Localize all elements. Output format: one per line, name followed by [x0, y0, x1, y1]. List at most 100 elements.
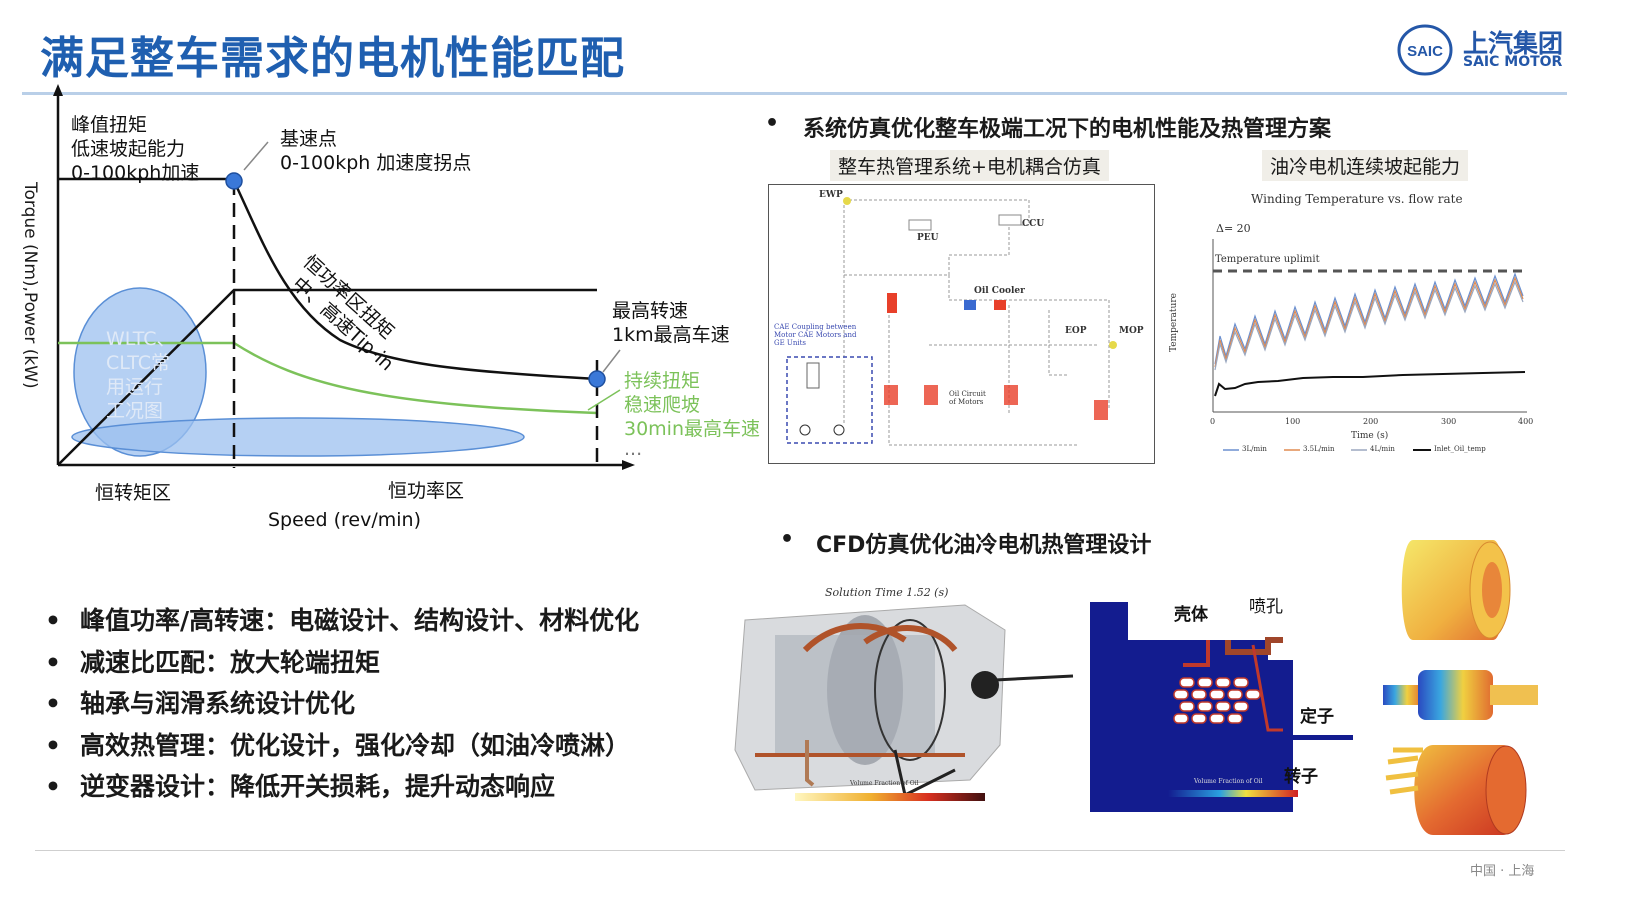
footer-divider	[35, 850, 1565, 851]
bullet-text: 高效热管理：优化设计，强化冷却（如油冷喷淋）	[80, 730, 631, 760]
operating-ellipse-vertical	[73, 287, 207, 457]
x-tick-3: 300	[1441, 417, 1457, 426]
motor-render-svg	[734, 604, 1074, 801]
label-oil-cooler: Oil Cooler	[974, 286, 1025, 296]
peak-label-3: 0-100kph加速	[71, 162, 200, 184]
const-power-torque-curve	[232, 180, 598, 381]
plot-uplimit: Temperature uplimit	[1215, 254, 1320, 265]
motor-part-renders	[1383, 540, 1538, 835]
plot-title: Winding Temperature vs. flow rate	[1251, 192, 1463, 206]
colorbar-right-label: Volume Fraction of Oil	[1194, 778, 1263, 785]
max-speed-label-1: 最高转速	[612, 300, 689, 322]
stator-render	[1401, 540, 1511, 640]
label-shell: 壳体	[1174, 605, 1208, 625]
base-point-label-2: 0-100kph 加速度拐点	[280, 152, 472, 174]
ellipse-label-1: WLTC、	[106, 328, 176, 350]
cfd-cross-section: 壳体 喷孔 定子 转子 Volume Fraction of Oil	[1088, 590, 1358, 812]
bullet-dot: •	[45, 647, 61, 677]
rotor-render	[1383, 670, 1538, 720]
bullet-text: 轴承与润滑系统设计优化	[80, 689, 356, 718]
peak-label-2: 低速坡起能力	[71, 138, 186, 160]
max-speed-label-2: 1km最高车速	[612, 324, 730, 346]
title-divider	[22, 92, 1567, 95]
right-top-bullet: •	[765, 111, 780, 136]
bullet-item: • 峰值功率/高转速：电磁设计、结构设计、材料优化	[45, 600, 725, 642]
sub-head-left: 整车热管理系统+电机耦合仿真	[830, 150, 1109, 181]
bullet-dot: •	[45, 606, 61, 635]
right-bottom-bullet: •	[780, 527, 795, 552]
base-point-label-1: 基速点	[280, 128, 338, 150]
bullet-text: 峰值功率/高转速：电磁设计、结构设计、材料优化	[80, 606, 640, 635]
legend-4: Inlet_Oil_temp	[1434, 445, 1486, 453]
label-ccu: CCU	[1022, 219, 1045, 229]
bullet-item: • 减速比匹配：放大轮端扭矩	[45, 642, 725, 684]
base-speed-point	[225, 172, 243, 190]
sub-head-right: 油冷电机连续坡起能力	[1262, 150, 1469, 181]
schematic-lines	[786, 197, 1117, 446]
label-eop: EOP	[1065, 326, 1087, 336]
legend-1: 3L/min	[1242, 445, 1267, 453]
region-const-power: 恒功率区	[388, 480, 465, 502]
label-stator: 定子	[1300, 707, 1334, 727]
continuous-label-4: ...	[624, 438, 643, 460]
operating-ellipse-horizontal	[71, 417, 525, 457]
legend-3: 4L/min	[1370, 445, 1395, 453]
bullet-item: • 高效热管理：优化设计，强化冷却（如油冷喷淋）	[45, 725, 725, 767]
motor-characteristic-chart	[53, 84, 635, 470]
y-axis-arrow-icon	[53, 84, 63, 96]
colorbar-left-label: Volume Fraction of Oil	[850, 780, 919, 787]
base-point-pointer	[243, 141, 269, 171]
x-tick-1: 100	[1285, 417, 1301, 426]
x-tick-2: 200	[1363, 417, 1379, 426]
logo-mark-text: SAIC	[1407, 43, 1443, 60]
cfd-motor-render: Solution Time 1.52 (s) Volume Fraction o…	[715, 580, 1080, 810]
logo-cn: 上汽集团	[1463, 29, 1564, 58]
bullet-dot: •	[45, 772, 61, 801]
bullet-text: 逆变器设计：降低开关损耗，提升动态响应	[80, 772, 556, 801]
page-title: 满足整车需求的电机性能匹配	[40, 33, 625, 84]
right-top-heading: 系统仿真优化整车极端工况下的电机性能及热管理方案	[803, 117, 1332, 142]
bullet-item: • 轴承与润滑系统设计优化	[45, 683, 725, 725]
thermal-schematic-panel: EWP PEU CCU Oil Cooler EOP MOP CAE Coupl…	[768, 184, 1155, 464]
label-peu: PEU	[917, 233, 939, 243]
x-tick-4: 400	[1518, 417, 1534, 426]
label-cae-coupling: CAE Coupling between Motor CAE Motors an…	[774, 323, 857, 347]
label-ewp: EWP	[819, 190, 843, 200]
winding-temp-plot: Winding Temperature vs. flow rate Δ= 20 …	[1163, 184, 1543, 464]
ellipse-label-2: CLTC常	[106, 352, 170, 374]
plot-delta: Δ= 20	[1216, 222, 1251, 235]
label-rotor: 转子	[1284, 767, 1318, 787]
y-axis-label: Torque (Nm),Power (kW)	[20, 182, 40, 389]
bullet-dot: •	[45, 730, 61, 760]
footer-location: 中国 · 上海	[1470, 864, 1535, 879]
max-speed-pointer	[602, 349, 621, 373]
x-axis-arrow-icon	[622, 460, 635, 470]
label-nozzle: 喷孔	[1249, 597, 1283, 617]
winding-render	[1385, 745, 1527, 835]
peak-power-curve	[57, 288, 597, 466]
right-bottom-heading: CFD仿真优化油冷电机热管理设计	[816, 533, 1152, 558]
max-speed-point	[588, 370, 606, 388]
peak-label-1: 峰值扭矩	[71, 114, 148, 136]
legend-2: 3.5L/min	[1303, 445, 1335, 453]
plot-xlabel: Time (s)	[1351, 431, 1389, 441]
bullet-dot: •	[45, 689, 61, 718]
solution-time: Solution Time 1.52 (s)	[825, 586, 949, 599]
region-const-torque: 恒转矩区	[95, 482, 172, 504]
continuous-label-2: 稳速爬坡	[624, 394, 701, 416]
bullet-item: • 逆变器设计：降低开关损耗，提升动态响应	[45, 766, 725, 808]
continuous-label-1: 持续扭矩	[624, 370, 701, 392]
bullet-list: • 峰值功率/高转速：电磁设计、结构设计、材料优化 • 减速比匹配：放大轮端扭矩 •…	[45, 600, 725, 808]
label-oil-circuit: Oil Circuit of Motors	[949, 390, 986, 406]
label-mop: MOP	[1119, 326, 1144, 336]
saic-logo-icon: SAIC	[1397, 24, 1453, 76]
bullet-text: 减速比匹配：放大轮端扭矩	[80, 647, 381, 677]
ellipse-label-4: 工况图	[106, 400, 164, 422]
continuous-pointer	[587, 389, 621, 411]
x-axis-label: Speed (rev/min)	[268, 509, 421, 531]
ellipse-label-3: 用运行	[106, 376, 164, 398]
cross-section-svg	[1088, 590, 1358, 812]
x-tick-0: 0	[1210, 417, 1216, 426]
continuous-torque-curve	[58, 341, 598, 415]
logo-en: SAIC MOTOR	[1463, 54, 1563, 70]
